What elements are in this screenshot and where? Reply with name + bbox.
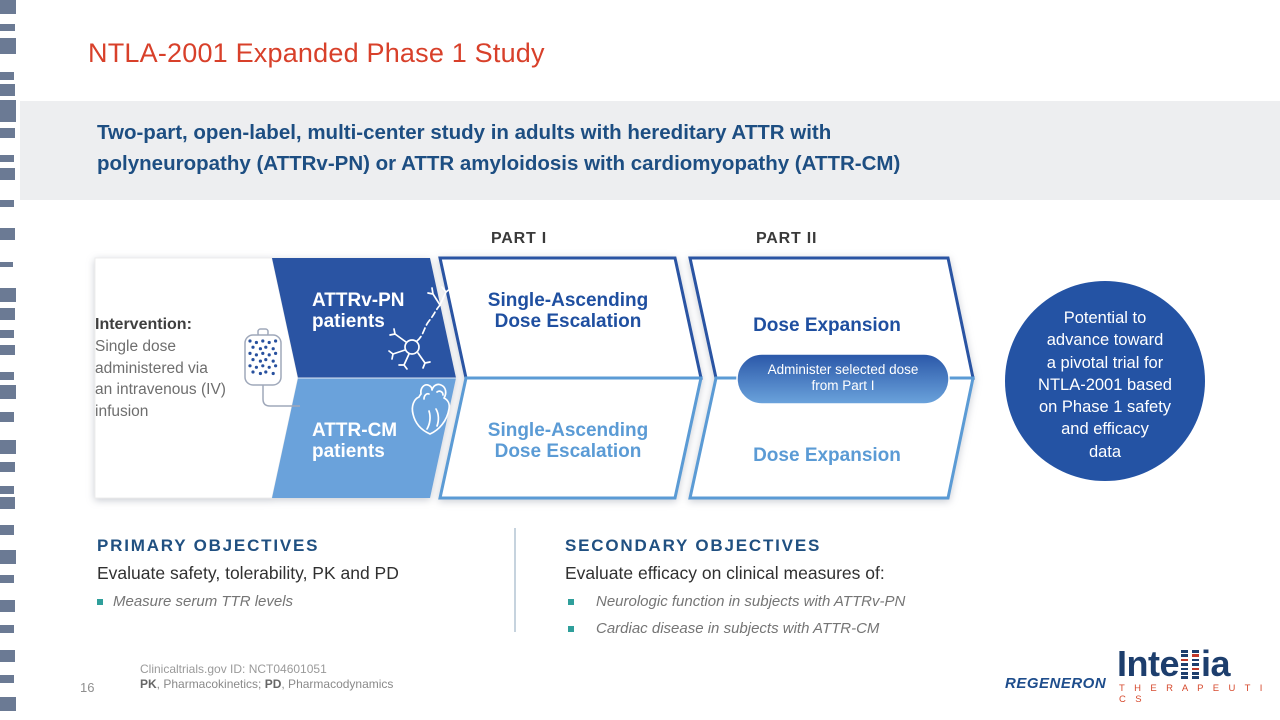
primary-bullet-text: Measure serum TTR levels xyxy=(113,593,294,610)
part1-bottom-cell-label: Single-Ascending Dose Escalation xyxy=(487,420,649,462)
bullet-square-icon xyxy=(97,599,103,605)
secondary-objectives-lead: Evaluate efficacy on clinical measures o… xyxy=(565,563,885,583)
secondary-bullet-text-1: Neurologic function in subjects with ATT… xyxy=(596,593,906,610)
attrv-pn-patients-label: ATTRv-PN patients xyxy=(312,290,405,332)
pd-abbr: PD xyxy=(264,677,282,691)
list-item: Cardiac disease in subjects with ATTR-CM xyxy=(565,620,1065,638)
pk-abbr: PK xyxy=(140,677,157,691)
dash-decoration xyxy=(0,345,15,355)
dash-decoration xyxy=(0,0,16,14)
dash-decoration xyxy=(0,412,14,422)
dash-decoration xyxy=(0,625,14,633)
intellia-logo-pre: Inte xyxy=(1117,643,1180,684)
outcome-circle-text: Potential to advance toward a pivotal tr… xyxy=(1038,309,1172,461)
administer-dose-pill-label: Administer selected dose from Part I xyxy=(767,362,919,393)
dash-decoration xyxy=(0,372,14,380)
part2-bottom-cell-label: Dose Expansion xyxy=(753,445,901,466)
secondary-bullet-text-2: Cardiac disease in subjects with ATTR-CM xyxy=(596,620,880,637)
dash-decoration xyxy=(0,168,15,180)
attr-cm-patients-label: ATTR-CM patients xyxy=(312,420,398,462)
dash-decoration xyxy=(0,462,15,472)
dash-decoration xyxy=(0,155,14,162)
dash-decoration xyxy=(0,128,15,138)
study-banner xyxy=(20,101,1280,200)
part2-top-cell-label: Dose Expansion xyxy=(753,315,901,336)
study-banner-text: Two-part, open-label, multi-center study… xyxy=(97,121,901,175)
intellia-logo-post: ia xyxy=(1201,643,1231,684)
secondary-objectives-heading: SECONDARY OBJECTIVES xyxy=(565,536,822,555)
dash-decoration xyxy=(0,330,14,338)
dash-decoration xyxy=(0,24,15,31)
heart-icon xyxy=(411,383,451,435)
abbreviations-footnote: PK, Pharmacokinetics; PD, Pharmacodynami… xyxy=(140,677,393,691)
dash-decoration xyxy=(0,228,15,240)
trial-id-text: Clinicaltrials.gov ID: NCT04601051 xyxy=(140,662,327,676)
secondary-objectives-section: SECONDARY OBJECTIVES Evaluate efficacy o… xyxy=(565,536,1065,638)
page-number: 16 xyxy=(80,680,95,695)
dash-decoration xyxy=(0,38,16,54)
part2-bottom-panel xyxy=(688,376,975,500)
dna-ladder-icon xyxy=(1181,646,1189,679)
pk-text: , Pharmacokinetics; xyxy=(156,677,265,691)
bullet-square-icon xyxy=(568,599,574,605)
dash-decoration xyxy=(0,497,15,509)
dash-decoration xyxy=(0,288,16,302)
intellia-logo-subtitle: T H E R A P E U T I C S xyxy=(1119,683,1266,705)
intervention-heading: Intervention: xyxy=(95,316,192,333)
dash-decoration xyxy=(0,697,16,711)
dash-decoration xyxy=(0,100,16,122)
part1-top-cell-label: Single-Ascending Dose Escalation xyxy=(487,290,649,332)
intellia-logo: Inte ia T H E R A P E U T I C S xyxy=(1117,643,1280,706)
dash-decoration xyxy=(0,308,15,320)
pd-text: , Pharmacodynamics xyxy=(281,677,394,691)
dash-decoration xyxy=(0,440,16,454)
dash-decoration xyxy=(0,84,15,96)
dash-decoration xyxy=(0,262,13,267)
part1-header: PART I xyxy=(491,230,548,247)
dash-decoration xyxy=(0,575,14,583)
intervention-body: Single dose administered via an intraven… xyxy=(95,338,226,420)
dash-decoration xyxy=(0,525,14,535)
dna-ladder-icon xyxy=(1192,646,1200,679)
list-item: Measure serum TTR levels xyxy=(97,593,497,611)
page-title: NTLA-2001 Expanded Phase 1 Study xyxy=(88,38,545,68)
dash-decoration xyxy=(0,550,16,564)
dash-decoration xyxy=(0,600,15,612)
part2-header: PART II xyxy=(756,230,818,247)
regeneron-logo: REGENERON xyxy=(1005,675,1107,692)
left-dash-decoration xyxy=(0,0,20,720)
dash-decoration xyxy=(0,200,14,207)
intervention-block: Intervention: Single dose administered v… xyxy=(95,314,260,422)
dash-decoration xyxy=(0,650,15,662)
dash-decoration xyxy=(0,486,14,494)
bullet-square-icon xyxy=(568,626,574,632)
primary-objectives-lead: Evaluate safety, tolerability, PK and PD xyxy=(97,563,399,583)
primary-objectives-section: PRIMARY OBJECTIVES Evaluate safety, tole… xyxy=(97,536,497,611)
dash-decoration xyxy=(0,385,16,399)
list-item: Neurologic function in subjects with ATT… xyxy=(565,593,1065,611)
primary-objectives-heading: PRIMARY OBJECTIVES xyxy=(97,536,320,555)
objectives-divider xyxy=(514,528,516,632)
dash-decoration xyxy=(0,675,14,683)
dash-decoration xyxy=(0,72,14,80)
